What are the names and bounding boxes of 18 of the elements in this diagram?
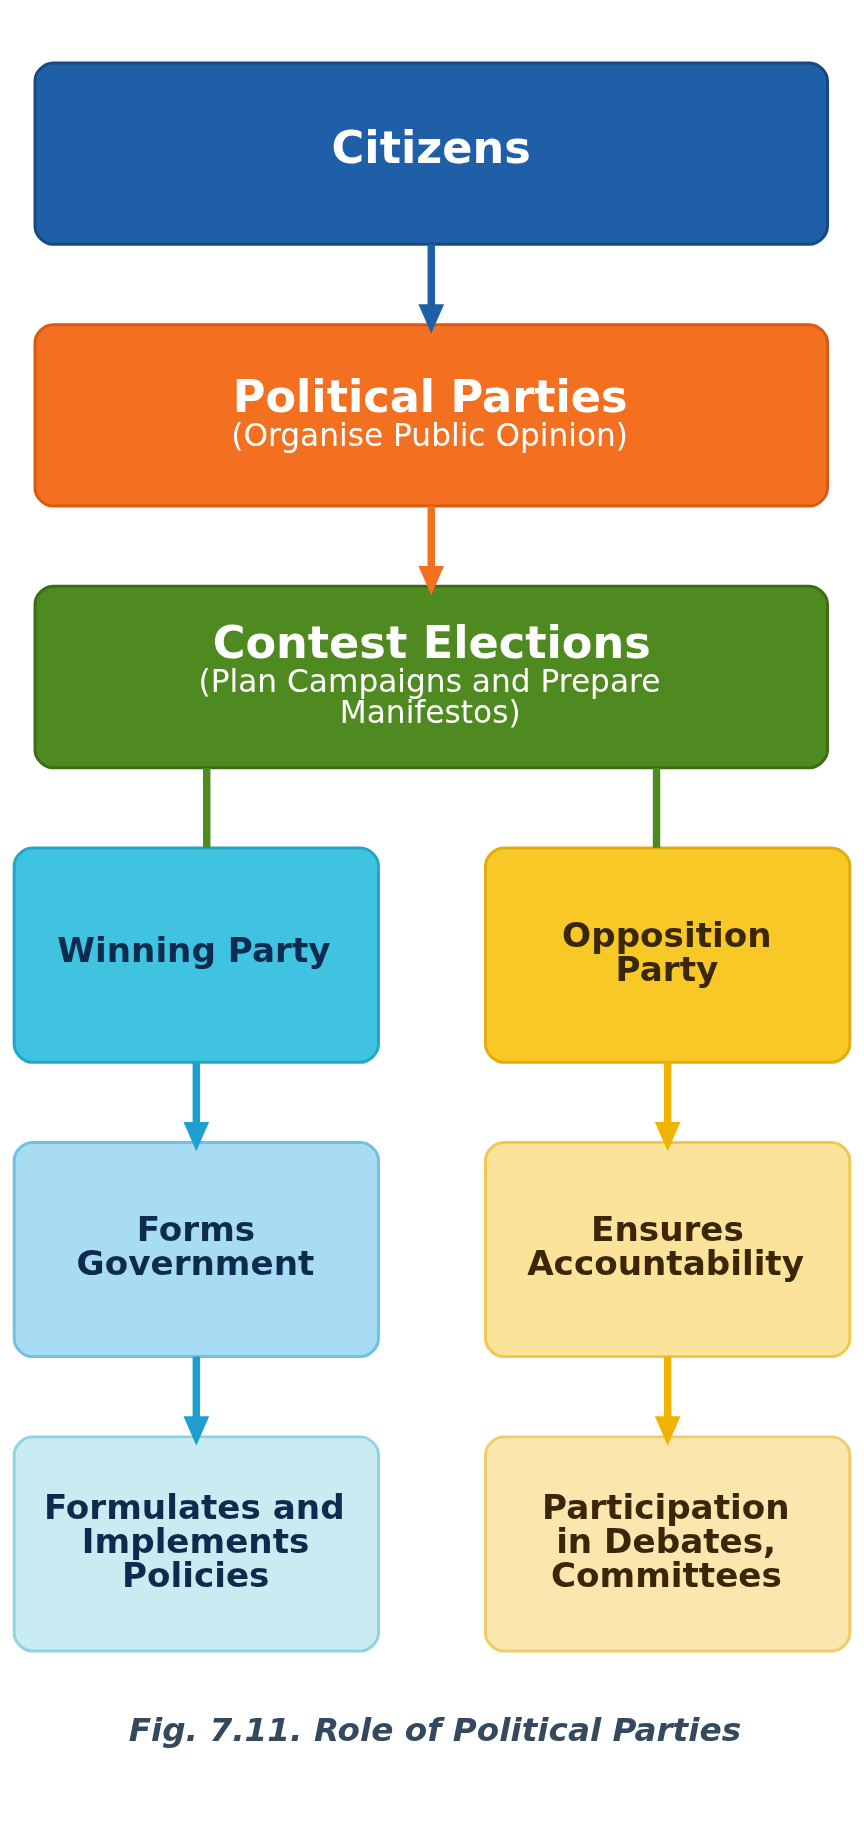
- node-box: Formulates and Implements Policies: [12, 1435, 380, 1653]
- node-box: Political Parties (Organise Public Opinion): [33, 323, 829, 508]
- caption: Fig. 7.11. Role of Political Parties: [128, 1711, 742, 1750]
- node-box: Forms Government: [12, 1140, 380, 1359]
- arrow: [654, 1062, 681, 1152]
- arrow: [183, 1356, 210, 1446]
- arrow: [418, 506, 445, 596]
- arrow: [654, 1356, 681, 1446]
- connector: [203, 768, 211, 848]
- connector: [652, 768, 661, 848]
- node-box: Opposition Party: [484, 846, 852, 1064]
- node-box: Citizens: [33, 61, 829, 246]
- node-box: Contest Elections (Plan Campaigns and Prepare Manifestos): [33, 584, 829, 770]
- arrow: [183, 1062, 210, 1152]
- node-box: Participation in Debates, Committees: [484, 1435, 852, 1653]
- node-box: Ensures Accountability: [484, 1140, 852, 1359]
- arrow: [418, 244, 445, 334]
- node-box: Winning Party: [12, 846, 380, 1064]
